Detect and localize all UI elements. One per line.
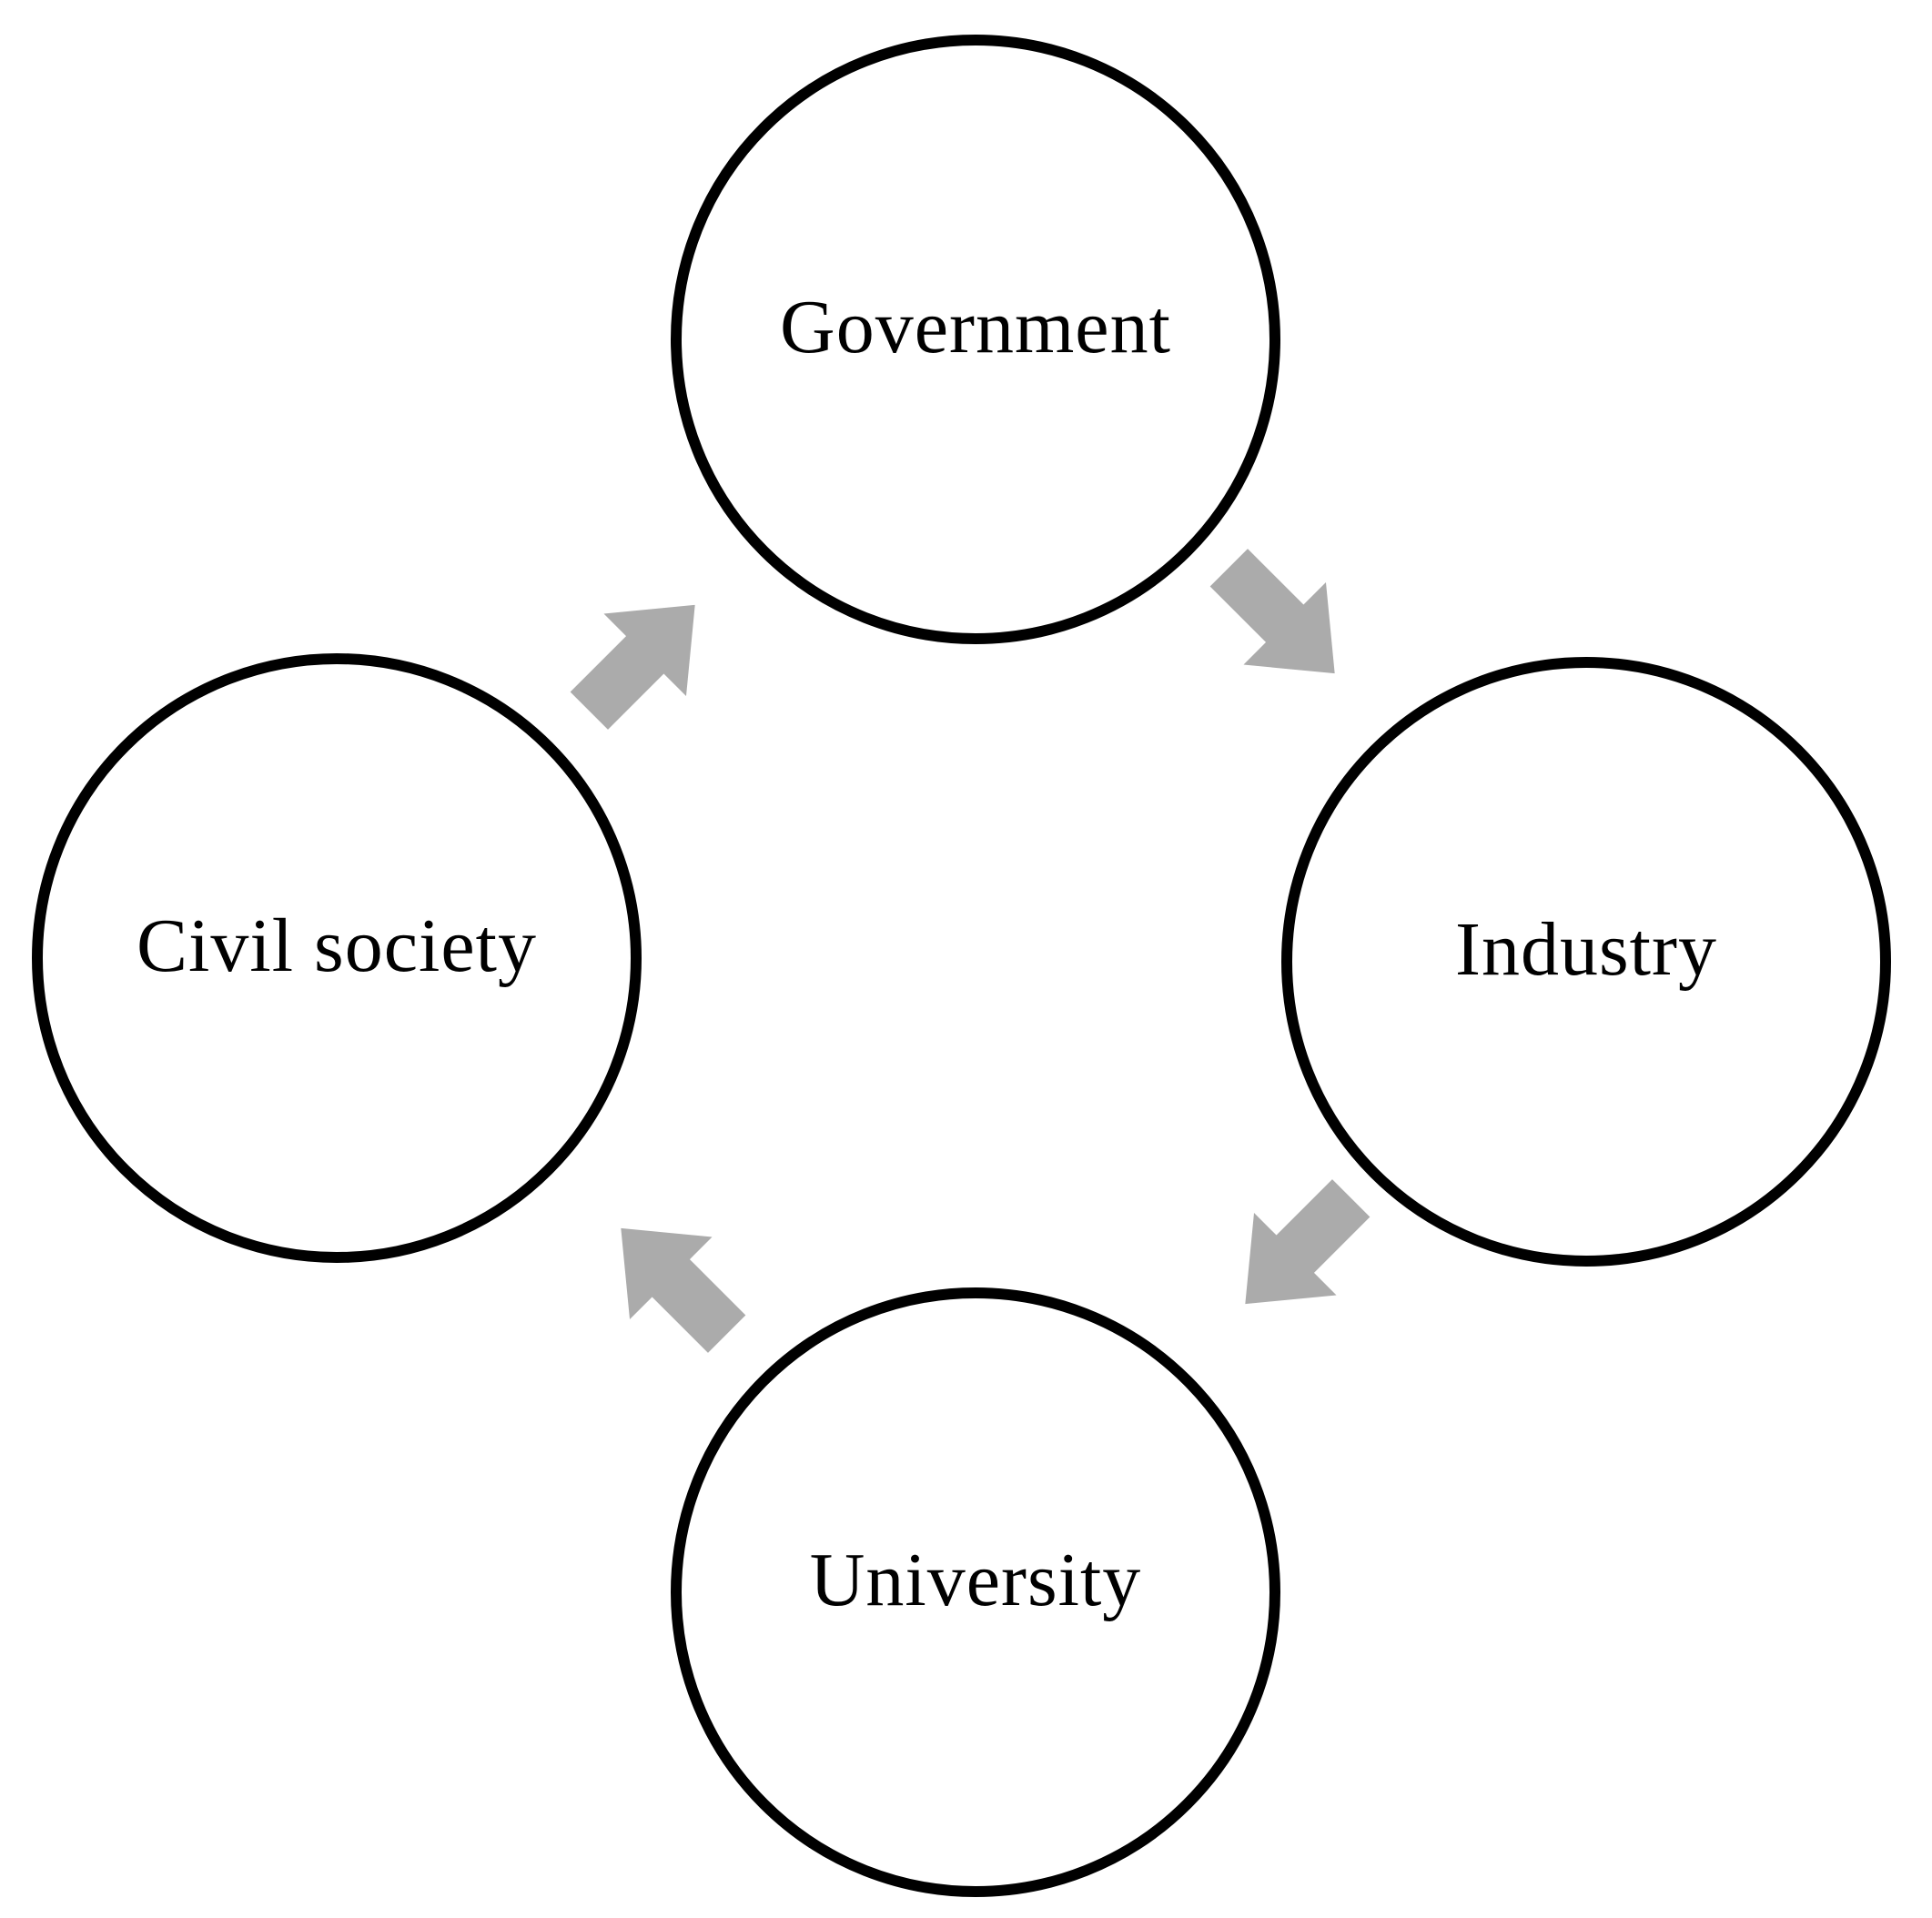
block-arrow-up-right-icon — [570, 604, 695, 730]
node-industry: Industry — [1281, 657, 1891, 1267]
arrow-university-to-civil-society — [580, 1186, 768, 1375]
node-industry-label: Industry — [1455, 906, 1717, 992]
block-arrow-up-left-icon — [621, 1227, 746, 1353]
node-civil-society: Civil society — [32, 653, 642, 1263]
block-arrow-down-left-icon — [1245, 1179, 1371, 1305]
arrow-government-to-industry — [1188, 526, 1376, 714]
block-arrow-down-right-icon — [1209, 549, 1335, 674]
node-civil-society-label: Civil society — [137, 903, 537, 988]
node-university: University — [671, 1287, 1280, 1897]
arrow-civil-society-to-government — [548, 563, 736, 752]
node-government: Government — [671, 35, 1280, 644]
node-government-label: Government — [780, 284, 1171, 369]
arrow-industry-to-university — [1204, 1156, 1392, 1345]
node-university-label: University — [809, 1537, 1142, 1622]
